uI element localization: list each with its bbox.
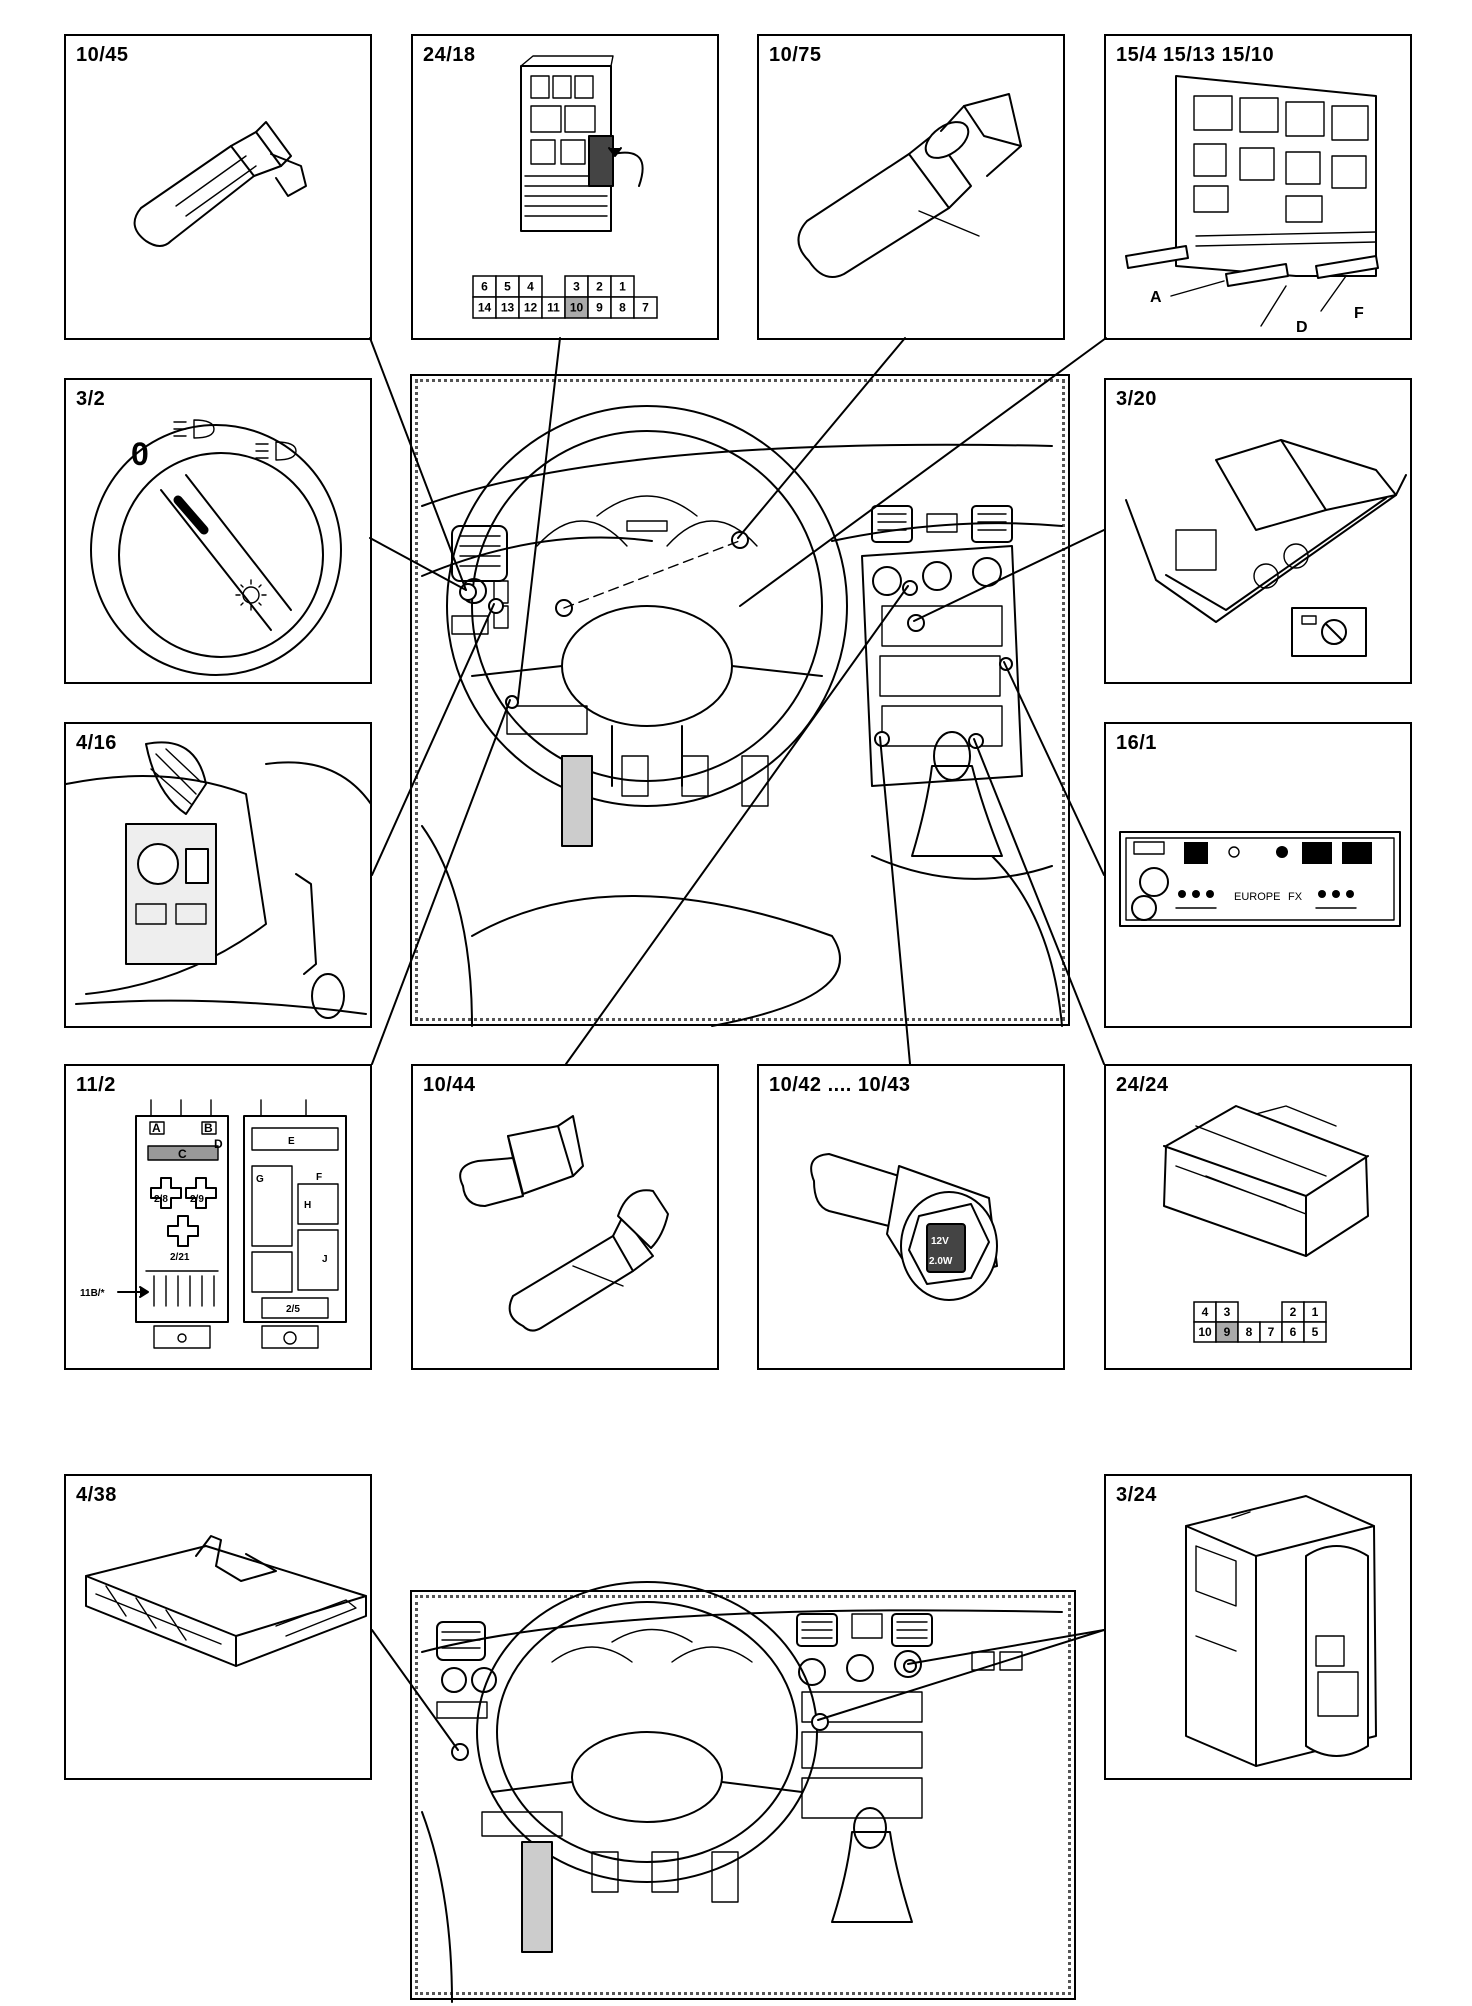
bulb-holder-10-42-illustration: 12V 2.0W: [810, 1153, 998, 1301]
grid-cell-number: 9: [1224, 1325, 1231, 1339]
control-module-4-38-illustration: [85, 1535, 367, 1667]
grid-cell-number: 1: [1312, 1305, 1319, 1319]
panel-3-24: 3/24: [1104, 1474, 1412, 1780]
panel-label: 24/18: [423, 44, 476, 66]
light-switch-3-2-illustration: 0: [90, 419, 342, 676]
radio-brand-text: EUROPE: [1234, 891, 1280, 903]
grid-cell-number: 3: [573, 280, 580, 294]
panel-16-1: 16/1 EUROPE FX: [1104, 722, 1412, 1028]
bulb-holder-10-45-illustration: [133, 121, 307, 247]
panel-label: 10/44: [423, 1074, 476, 1096]
bulb-wattage: 2.0W: [929, 1256, 953, 1267]
grid-cell-number: 14: [478, 301, 492, 315]
box-g: G: [256, 1174, 264, 1185]
radio-16-1-illustration: EUROPE FX: [1119, 831, 1401, 927]
box-a: A: [152, 1121, 161, 1135]
dashboard-overview: [410, 374, 1070, 1027]
grid-cell-number: 6: [481, 280, 488, 294]
grid-cell-number: 4: [1202, 1305, 1209, 1319]
box-j: J: [322, 1254, 328, 1265]
grid-cell-number: 10: [1198, 1325, 1212, 1339]
fuse-central-24-18-illustration: [520, 55, 644, 232]
panel-label: 3/2: [76, 388, 106, 410]
grid-cell-number: 10: [570, 301, 584, 315]
dashboard-lower-illustration: [421, 1581, 1063, 2003]
panel-11-2: 11/2 A B D C 2/8 2/9: [64, 1064, 372, 1370]
panel-label: 16/1: [1116, 732, 1157, 754]
dashboard-overview-lower: [410, 1581, 1076, 2003]
panel-label: 10/45: [76, 44, 129, 66]
grid-cell-number: 8: [1246, 1325, 1253, 1339]
panel-3-20: 3/20: [1104, 378, 1412, 684]
grid-cell-number: 5: [504, 280, 511, 294]
box-h: H: [304, 1200, 311, 1211]
panel-10-44: 10/44: [411, 1064, 719, 1370]
grid-cell-number: 12: [524, 301, 538, 315]
panel-3-2: 3/2 0: [64, 378, 372, 684]
grid-cell-number: 2: [596, 280, 603, 294]
box-f: F: [316, 1172, 322, 1183]
panel-24-24: 24/24 4 3 2 1 10 9 8 7 6 5: [1104, 1064, 1412, 1370]
connector-position-grid: 4 3 2 1 10 9 8 7 6 5: [1193, 1301, 1327, 1343]
fuse-position-grid: 6 5 4 3 2 1 14 13 12 11 10 9 8 7: [472, 275, 658, 319]
panel-24-18: 24/18 6 5 4 3 2 1 14 13 12 11 10 9 8 7: [411, 34, 719, 340]
grid-cell-number: 8: [619, 301, 626, 315]
control-unit-4-16-illustration: [65, 741, 372, 1025]
relay-letter-a: A: [1150, 289, 1162, 306]
box-b: B: [204, 1121, 213, 1135]
panel-label: 3/20: [1116, 388, 1157, 410]
relay-box-11-2-illustration: A B D C 2/8 2/9 2/21 11B/* E F G H J 2/5: [80, 1099, 347, 1349]
relay-letter-d: D: [1296, 319, 1308, 336]
panel-label: 10/75: [769, 44, 822, 66]
panel-label: 4/38: [76, 1484, 117, 1506]
grid-cell-number: 13: [501, 301, 515, 315]
grid-cell: [633, 296, 658, 319]
grid-cell-number: 7: [642, 301, 649, 315]
panel-label: 4/16: [76, 732, 117, 754]
panel-10-75: 10/75: [757, 34, 1065, 340]
relay-box-15-illustration: A D F: [1125, 75, 1379, 336]
label-2-8: 2/8: [154, 1194, 168, 1205]
panel-label: 11/2: [76, 1074, 116, 1096]
box-d: D: [214, 1137, 223, 1151]
panel-label: 3/24: [1116, 1484, 1157, 1506]
bulb-holder-10-75-illustration: [797, 93, 1022, 278]
panel-label: 24/24: [1116, 1074, 1169, 1096]
panel-label: 10/42 .... 10/43: [769, 1074, 911, 1096]
grid-cell-number: 4: [527, 280, 534, 294]
grid-cell-number: 11: [547, 301, 560, 315]
switch-3-24-illustration: [1185, 1495, 1377, 1767]
grid-cell-number: 7: [1268, 1325, 1275, 1339]
relay-letter-f: F: [1354, 305, 1364, 322]
bulb-holder-10-44-illustration: [459, 1115, 669, 1332]
dashboard-illustration: [421, 405, 1063, 1027]
switch-position-zero: 0: [131, 436, 149, 472]
label-2-5: 2/5: [286, 1304, 300, 1315]
panel-label: 15/4 15/13 15/10: [1116, 44, 1275, 66]
panel-4-16: 4/16: [64, 722, 372, 1028]
label-2-9: 2/9: [190, 1194, 204, 1205]
grid-cell: [1303, 1321, 1327, 1343]
switch-panel-3-20-illustration: [1125, 439, 1407, 657]
panel-4-38: 4/38: [64, 1474, 372, 1780]
box-e: E: [288, 1136, 295, 1147]
grid-cell-number: 6: [1290, 1325, 1297, 1339]
box-c: C: [178, 1147, 187, 1161]
grid-cell-number: 5: [1312, 1325, 1319, 1339]
grid-cell-number: 2: [1290, 1305, 1297, 1319]
grid-cell-number: 3: [1224, 1305, 1231, 1319]
grid-cell-number: 9: [596, 301, 603, 315]
label-2-21: 2/21: [170, 1252, 190, 1263]
bulb-voltage: 12V: [931, 1236, 949, 1247]
label-11b: 11B/*: [80, 1288, 105, 1299]
radio-fx-text: FX: [1288, 891, 1303, 903]
panel-10-45: 10/45: [64, 34, 372, 340]
panel-10-42: 10/42 .... 10/43 12V 2.0W: [757, 1064, 1065, 1370]
connector-24-24-illustration: [1163, 1105, 1369, 1257]
panel-15-relays: 15/4 15/13 15/10 A D F: [1104, 34, 1412, 340]
grid-cell-number: 1: [619, 280, 626, 294]
